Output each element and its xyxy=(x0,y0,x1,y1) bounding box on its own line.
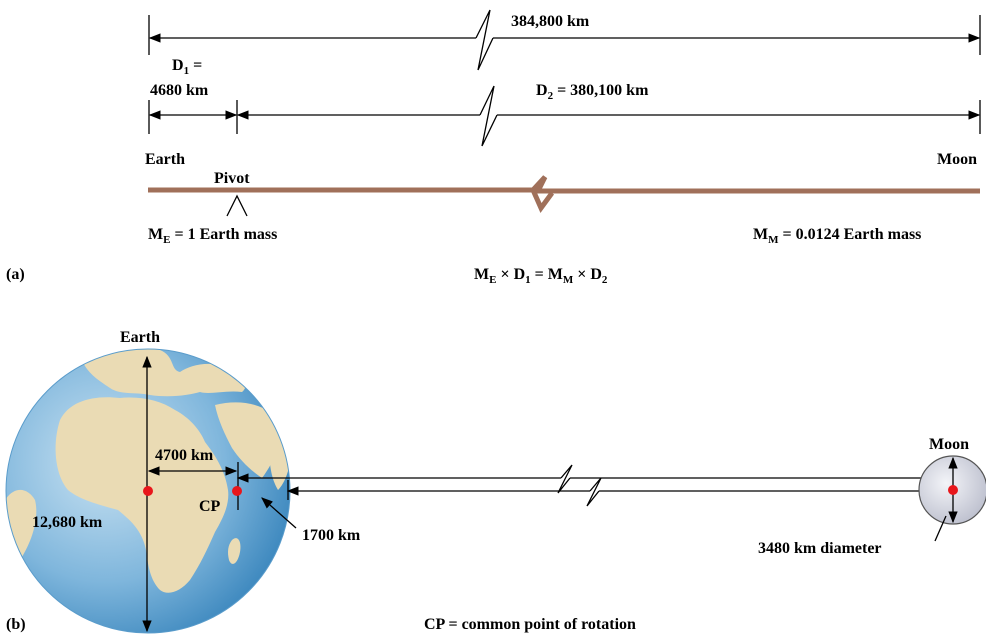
surface-distance-label: 1700 km xyxy=(302,527,361,544)
lever-beam-break xyxy=(530,188,555,213)
panel-b: Earth 12,680 km 4700 km CP 1700 km Moon … xyxy=(5,329,986,634)
earth-center-point xyxy=(143,486,153,496)
lever-beam xyxy=(148,175,980,194)
panel-a: 384,800 km D1 = 4680 km D2 = 380,100 km … xyxy=(6,9,981,286)
earth-mass-label: ME = 1 Earth mass xyxy=(148,226,277,246)
panel-b-label: (b) xyxy=(6,616,26,633)
d2-label: D2 = 380,100 km xyxy=(536,82,649,102)
cp-caption: CP = common point of rotation xyxy=(424,616,636,633)
moon-diameter-leader xyxy=(934,515,947,542)
earth-label-b: Earth xyxy=(120,329,160,346)
total-distance-break xyxy=(475,9,494,71)
earth-moon-line-break-upper xyxy=(557,464,573,494)
d1-value: 4680 km xyxy=(150,82,209,99)
d2-break xyxy=(479,85,498,147)
earth-diameter-label: 12,680 km xyxy=(32,514,103,531)
panel-a-label: (a) xyxy=(6,266,25,283)
moon-label-b: Moon xyxy=(929,436,969,453)
earth-label-a: Earth xyxy=(145,151,185,168)
moon-center-point xyxy=(948,485,958,495)
balance-equation: ME × D1 = MM × D2 xyxy=(474,266,608,286)
cp-distance-label: 4700 km xyxy=(155,447,214,464)
cp-label: CP xyxy=(199,498,221,515)
pivot-label: Pivot xyxy=(214,170,250,187)
moon-label-a: Moon xyxy=(937,151,977,168)
common-point-marker xyxy=(232,486,242,496)
surface-distance-leader xyxy=(261,497,297,529)
earth-moon-line-break-lower xyxy=(586,477,602,507)
d1-label: D1 = xyxy=(172,57,202,77)
pivot-fulcrum xyxy=(226,194,248,217)
total-distance-label: 384,800 km xyxy=(511,13,590,30)
moon-mass-label: MM = 0.0124 Earth mass xyxy=(753,226,921,246)
moon-diameter-label: 3480 km diameter xyxy=(758,540,882,557)
